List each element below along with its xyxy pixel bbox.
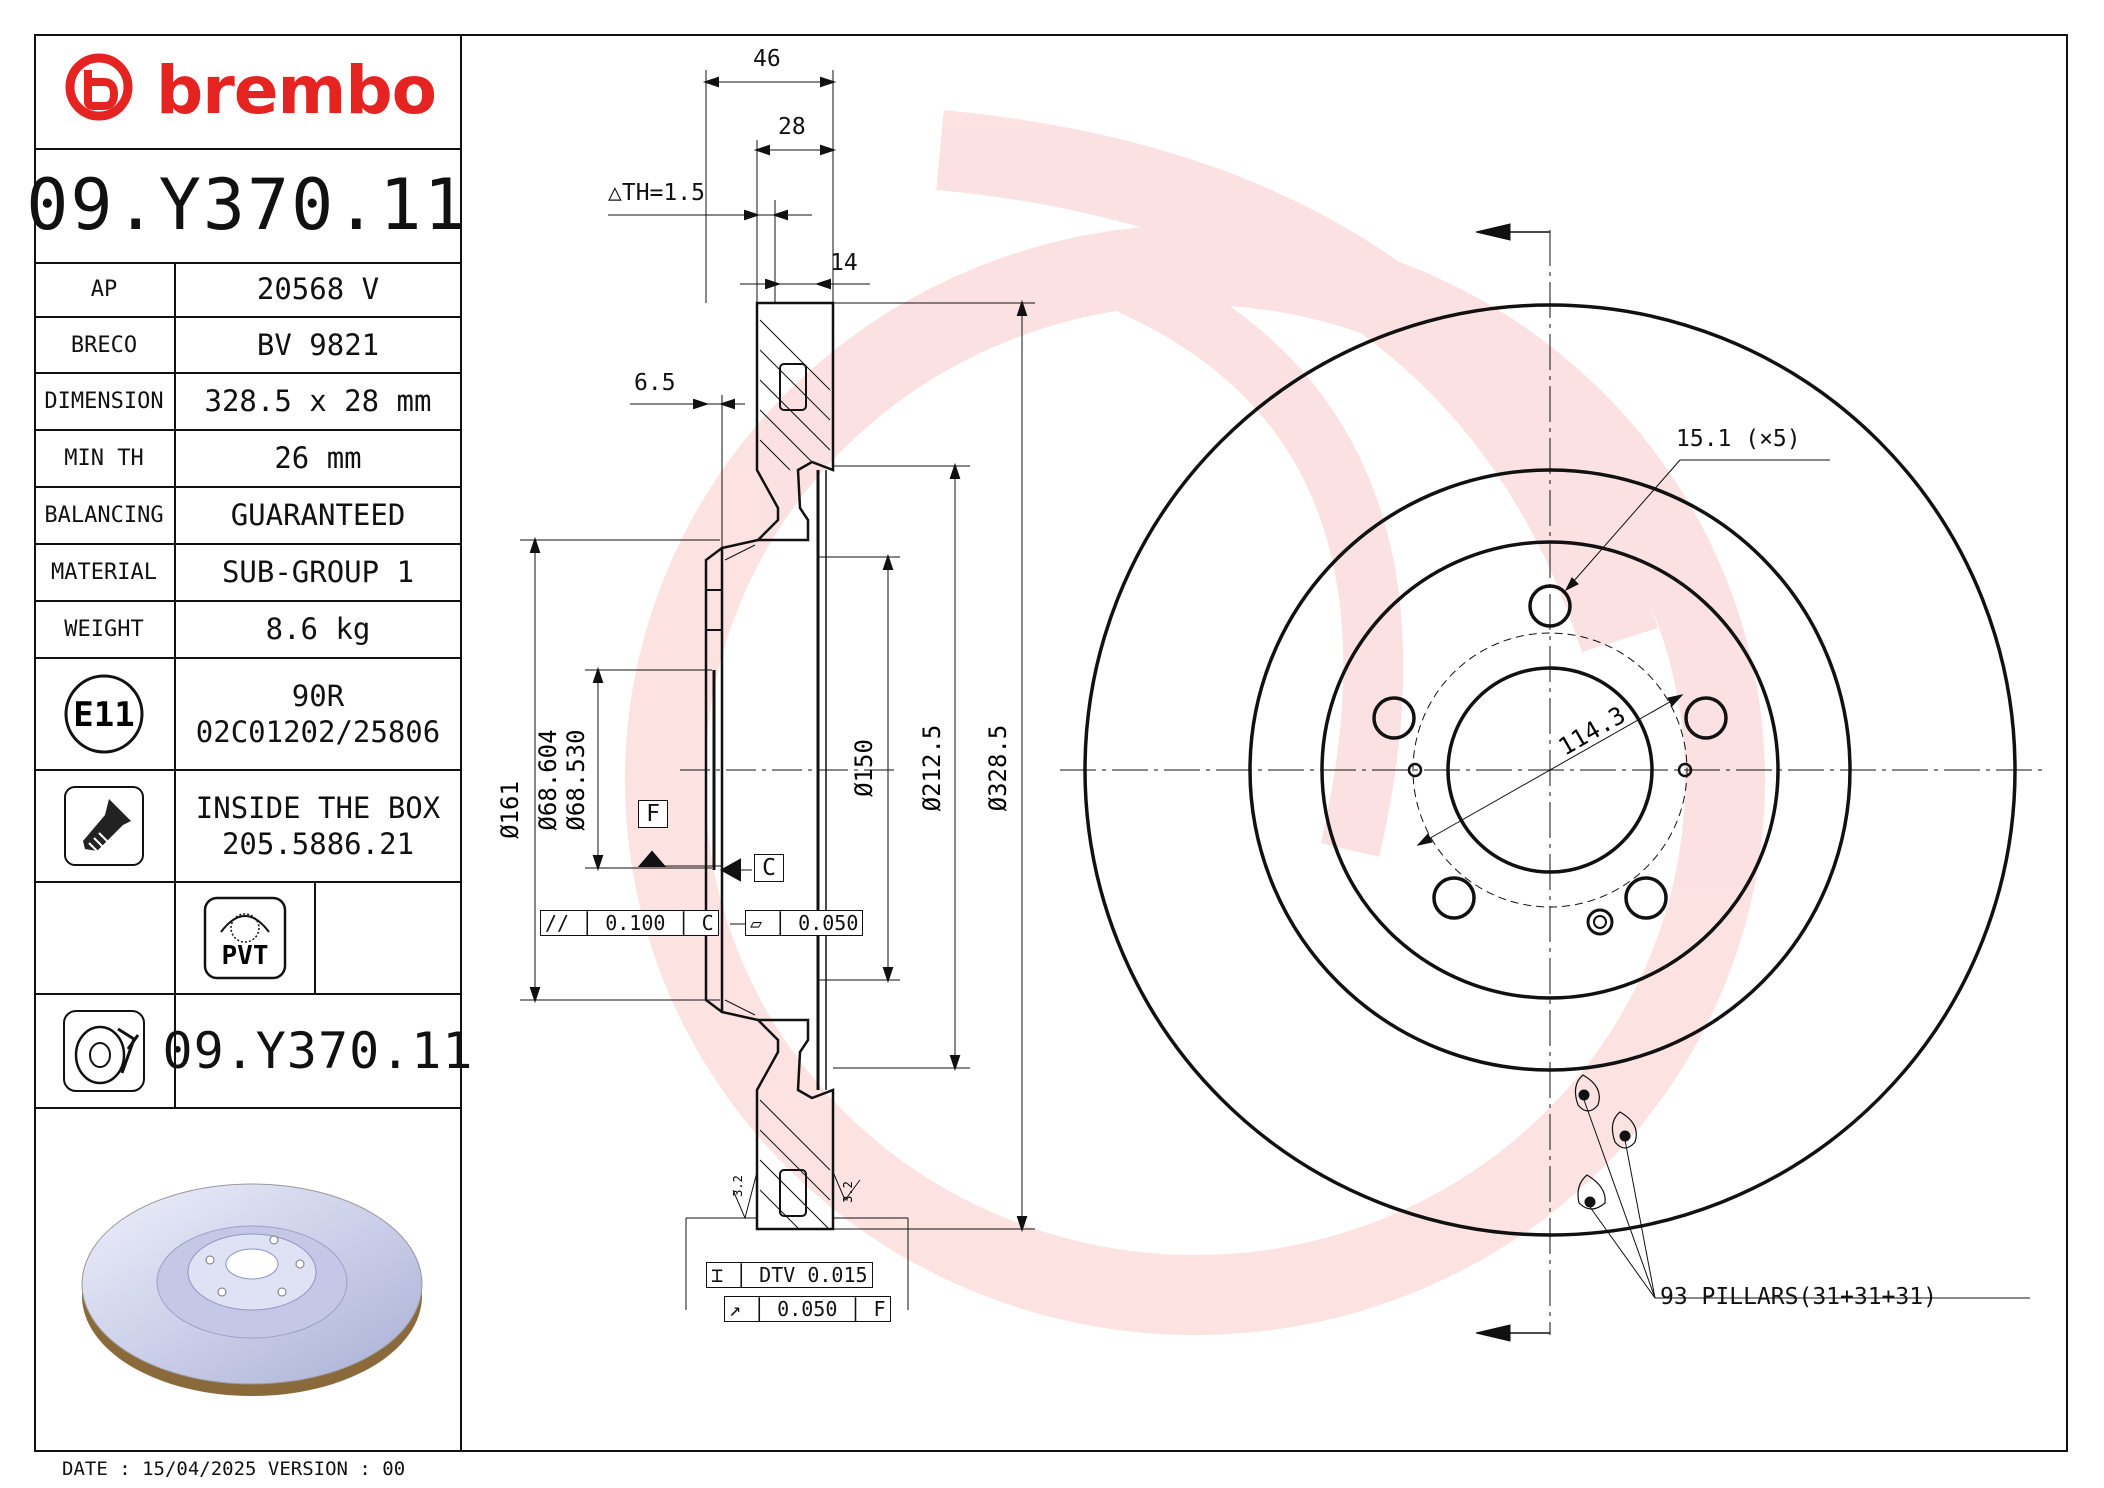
runout-value: 0.050 [777,1297,838,1321]
parallel-value: 0.100 [605,911,666,935]
brembo-watermark [625,110,1765,1335]
inside-box-row: INSIDE THE BOX 205.5886.21 [34,771,460,883]
flatness-icon: ▱ [750,911,763,935]
spec-value: 26 mm [274,441,362,476]
dim-14: 14 [830,250,858,276]
screw-icon [64,786,144,866]
spec-value: 20568 V [256,271,380,306]
flatness-tolerance: ▱ │ 0.050 [745,910,864,936]
spec-key: BALANCING [34,488,176,543]
parallel-ref: C [701,911,714,935]
screw-box [34,771,176,881]
spec-value: 8.6 kg [265,612,371,647]
datum-f: F [638,800,668,828]
coating-row: PVT [34,883,460,995]
dtv-tolerance: ⌶ │ DTV 0.015 [706,1262,873,1288]
pvt-icon: PVT [203,896,287,980]
dim-46: 46 [753,46,781,72]
coating-cell: PVT [176,883,316,993]
spec-row-ap: AP 20568 V [34,262,460,318]
parallel-icon: // [545,911,570,935]
hole-size-label: 15.1 (×5) [1676,426,1801,452]
flatness-value: 0.050 [798,911,859,935]
dtv-icon: ⌶ [711,1263,724,1287]
disc-icon-cell [34,995,176,1107]
spec-key: MIN TH [34,431,176,486]
part-number: 09.Y370.11 [26,148,466,264]
spec-row-balancing: BALANCING GUARANTEED [34,488,460,545]
spec-value: SUB-GROUP 1 [221,555,415,590]
brembo-logo-icon [65,53,133,121]
dim-dia-68530: Ø68.530 [562,729,590,830]
section-view [520,70,1035,1310]
spec-key: AP [34,262,176,316]
dim-6-5: 6.5 [634,370,676,396]
runout-ref: F [873,1297,886,1321]
title-block: brembo 09.Y370.11 AP 20568 V BRECO BV 98… [26,34,474,1452]
svg-text:PVT: PVT [222,941,269,971]
spec-value: BV 9821 [256,327,380,362]
inside-box-line-2: 205.5886.21 [221,827,415,861]
footer-part-row: 09.Y370.11 [34,995,474,1109]
disc-caliper-icon [63,1010,145,1092]
runout-tolerance: ↗ │ 0.050 │ F [724,1296,891,1322]
roughness-1: 3.2 [731,1175,745,1197]
pillars-label: 93 PILLARS(31+31+31) [1660,1284,1937,1310]
spec-value: 328.5 x 28 mm [204,384,432,419]
dim-dia-3285: Ø328.5 [984,725,1012,812]
roughness-2: 3.2 [841,1181,855,1203]
dim-28: 28 [778,114,806,140]
spec-row-dimension: DIMENSION 328.5 x 28 mm [34,374,460,431]
disc-3d-illustration [81,1183,423,1396]
dim-dia-68604: Ø68.604 [534,729,562,830]
spec-value: GUARANTEED [230,498,406,533]
inside-box-text: INSIDE THE BOX 205.5886.21 [176,771,460,881]
cert-line-2: 02C01202/25806 [195,715,441,749]
parallelism-tolerance: // │ 0.100 │ C [540,910,719,936]
spec-key: MATERIAL [34,545,176,600]
dim-dia-2125: Ø212.5 [918,725,946,812]
dim-dia-161: Ø161 [496,781,524,839]
spec-row-material: MATERIAL SUB-GROUP 1 [34,545,460,602]
dtv-value: DTV 0.015 [759,1263,868,1287]
spec-row-weight: WEIGHT 8.6 kg [34,602,460,659]
brand-header: brembo [34,34,460,150]
dim-dia-150: Ø150 [850,739,878,797]
front-view [1060,223,2045,1342]
drawing-frame [34,34,2068,1452]
inside-box-line-1: INSIDE THE BOX [195,790,441,825]
footer-part-number: 09.Y370.11 [162,1021,474,1080]
spec-key: WEIGHT [34,602,176,657]
spec-key: DIMENSION [34,374,176,429]
coating-empty-cell [34,883,176,993]
certification-text: 90R 02C01202/25806 [176,659,460,769]
spec-key: BRECO [34,318,176,372]
e11-icon: E11 [64,674,144,754]
dim-th: △TH=1.5 [608,180,705,206]
spec-row-min-th: MIN TH 26 mm [34,431,460,488]
date-version: DATE : 15/04/2025 VERSION : 00 [62,1458,406,1480]
e11-mark: E11 [34,659,176,769]
certification-row: E11 90R 02C01202/25806 [34,659,460,771]
svg-text:E11: E11 [73,695,134,735]
spec-row-breco: BRECO BV 9821 [34,318,460,374]
dim-pcd: 114.3 [1554,701,1631,761]
datum-c: C [754,854,784,882]
brand-name: brembo [156,52,437,129]
cert-line-1: 90R [291,678,345,713]
runout-icon: ↗ [729,1297,742,1321]
